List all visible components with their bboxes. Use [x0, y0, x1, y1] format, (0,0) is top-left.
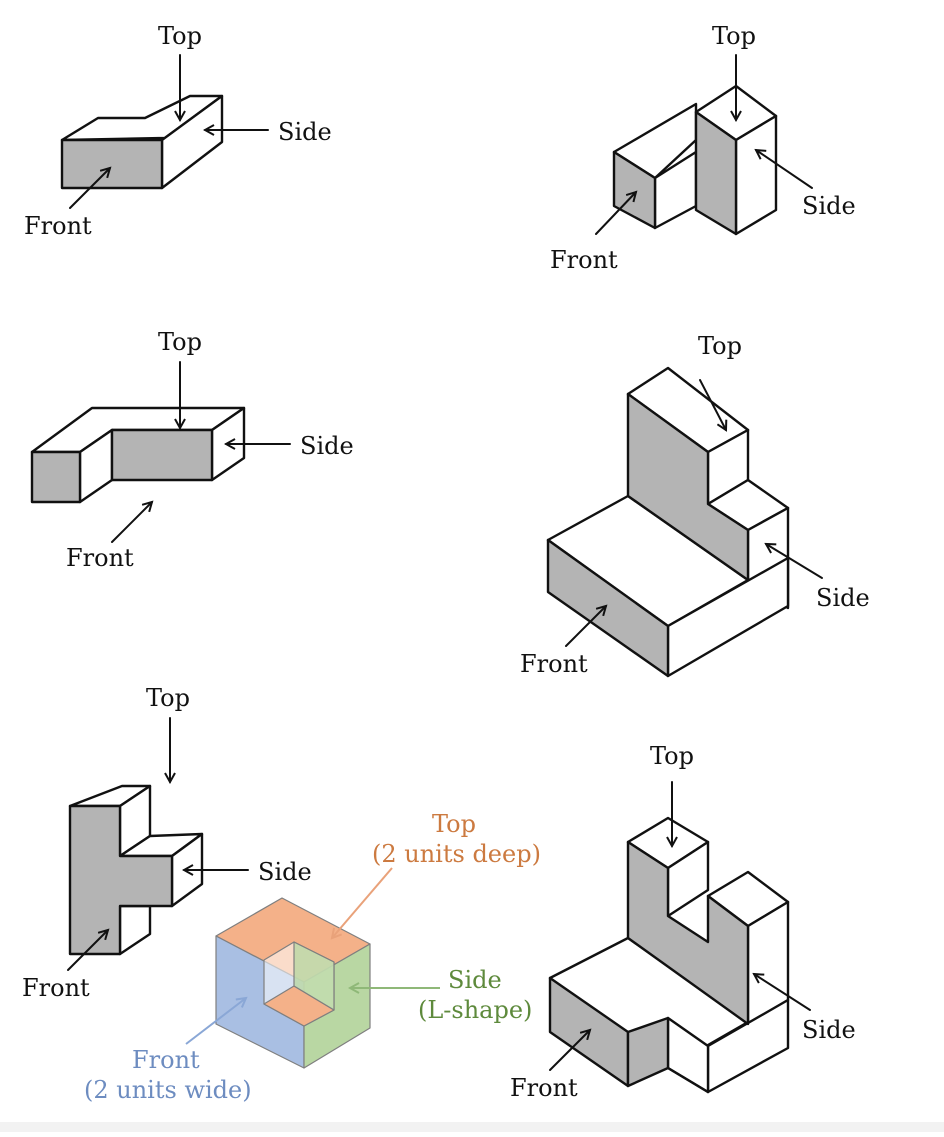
- figure-2-solid: [612, 84, 778, 236]
- figure-5-front-arrow: [67, 930, 108, 971]
- figure-1-side-label: Side: [278, 118, 332, 146]
- figure-1-solid: [60, 94, 224, 190]
- figure-6-front-label: Front: [510, 1074, 578, 1102]
- figure-3: Top Side Front: [30, 328, 354, 572]
- figure-3-solid: [30, 406, 246, 504]
- figure-4-front-label: Front: [520, 650, 588, 678]
- legend-cube: Top (2 units deep) Side (L-shape) Front …: [84, 810, 541, 1104]
- figure-4-upper-front: [626, 392, 750, 582]
- figure-5-lower-side: [118, 904, 152, 956]
- figure-4-side-arrow: [766, 544, 823, 579]
- legend-front-arrow: [185, 998, 246, 1045]
- figure-2-side-label: Side: [802, 192, 856, 220]
- figure-2-tower-front: [694, 110, 738, 236]
- figure-4-front-arrow: [565, 606, 606, 647]
- figure-3-side-label: Side: [300, 432, 354, 460]
- figure-3-front-arrow: [111, 502, 152, 543]
- figure-5-front-label: Front: [22, 974, 90, 1002]
- figure-6: Top Side Front: [510, 742, 856, 1102]
- figure-4-top-arrow: [699, 379, 726, 430]
- legend-front-detail: (2 units wide): [84, 1076, 252, 1104]
- figure-1: Top Side Front: [24, 22, 332, 240]
- bottom-band: [0, 1122, 944, 1132]
- figure-3-front-right: [110, 428, 214, 482]
- figure-2: Top Side Front: [550, 22, 856, 274]
- figure-1-front-label: Front: [24, 212, 92, 240]
- figure-1-front-face: [60, 138, 164, 190]
- figure-3-top-label: Top: [158, 328, 202, 356]
- figure-1-top-label: Top: [158, 22, 202, 50]
- figure-5-top-label: Top: [146, 684, 190, 712]
- figure-6-side-label: Side: [802, 1016, 856, 1044]
- figure-4-side-label: Side: [816, 584, 870, 612]
- figure-6-front-arrow: [549, 1030, 590, 1071]
- figure-4-solid: [546, 366, 790, 678]
- figure-6-upper-front: [626, 840, 750, 1026]
- legend-top-detail: (2 units deep): [372, 840, 541, 868]
- legend-top-title: Top: [432, 810, 476, 838]
- figure-5-solid: [68, 784, 204, 956]
- figure-4-front-face: [546, 538, 670, 678]
- legend-front-title: Front: [132, 1046, 200, 1074]
- figure-6-side-arrow: [754, 974, 811, 1011]
- figure-2-side-arrow: [756, 150, 813, 189]
- legend-side-detail: (L-shape): [418, 996, 532, 1024]
- figure-3-front-label: Front: [66, 544, 134, 572]
- figure-2-small-front: [612, 150, 657, 230]
- figure-3-front-left: [30, 450, 82, 504]
- figure-6-front-edge: [666, 1066, 710, 1094]
- figure-5: Top Side Front: [22, 684, 312, 1002]
- figure-1-front-arrow: [69, 168, 110, 209]
- figure-5-front-face: [68, 804, 174, 956]
- figure-4: Top Side Front: [520, 332, 870, 678]
- figure-5-side-label: Side: [258, 858, 312, 886]
- figure-2-front-label: Front: [550, 246, 618, 274]
- figure-6-solid: [548, 816, 790, 1094]
- legend-top-arrow: [332, 867, 393, 938]
- figure-6-top-label: Top: [650, 742, 694, 770]
- legend-side-title: Side: [448, 966, 502, 994]
- figure-2-front-arrow: [595, 192, 636, 235]
- figure-2-top-label: Top: [712, 22, 756, 50]
- legend-cutout-wall: [293, 941, 335, 1011]
- figure-4-top-label: Top: [698, 332, 742, 360]
